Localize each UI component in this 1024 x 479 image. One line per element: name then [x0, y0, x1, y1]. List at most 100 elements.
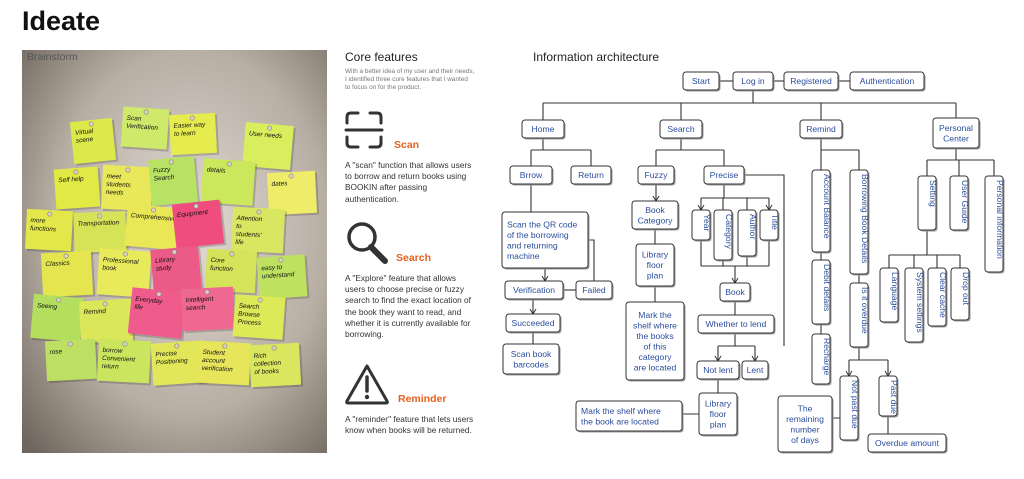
- sticky-note-paper: [256, 254, 308, 300]
- pushpin-icon: [122, 251, 128, 257]
- brainstorm-label: Brainstorm: [27, 51, 78, 63]
- sticky-note-paper: [127, 287, 187, 339]
- node-personal-information: Personal information: [984, 175, 1005, 274]
- sticky-note: SearchBrowseProcess: [232, 294, 288, 342]
- node-succeeded: Succeeded: [505, 313, 562, 334]
- ia-title: Information architecture: [533, 50, 660, 64]
- node-label: Past due: [889, 380, 899, 414]
- sticky-note-paper: [40, 250, 94, 298]
- node-label: Registered: [790, 76, 832, 86]
- node-label: Overdue amount: [875, 438, 940, 448]
- pushpin-icon: [271, 345, 277, 351]
- pushpin-icon: [229, 251, 235, 257]
- sticky-note: PrecisePositioning: [150, 340, 208, 388]
- node-fuzzy: Fuzzy: [637, 165, 676, 186]
- node-label: Home: [532, 124, 555, 134]
- node-label: Return: [578, 170, 604, 180]
- node-label: Lent: [747, 365, 764, 375]
- sticky-note-paper: [24, 208, 74, 252]
- sticky-note-paper: [44, 338, 98, 382]
- pushpin-icon: [67, 341, 73, 347]
- pushpin-icon: [122, 341, 128, 347]
- scan-feature-desc: A "scan" function that allows users to b…: [345, 160, 472, 204]
- sticky-note-paper: [73, 211, 127, 253]
- sticky-note-text: Remind: [83, 308, 106, 316]
- sticky-note-paper: [232, 294, 286, 340]
- sticky-note-paper: [230, 206, 286, 254]
- node-label: Not lent: [703, 365, 733, 375]
- sticky-note: Self help: [53, 166, 103, 212]
- pushpin-icon: [125, 167, 131, 173]
- sticky-note-paper: [120, 106, 170, 150]
- sticky-note-text: Classics: [45, 260, 70, 268]
- magnifier-icon: [344, 220, 390, 266]
- sticky-note: easy tounderstand: [256, 254, 310, 302]
- sticky-note-text: meetstudentsneeds: [106, 173, 132, 197]
- sticky-note-paper: [150, 245, 202, 295]
- reminder-feature-name: Reminder: [398, 393, 447, 405]
- node-label: Account Balance: [822, 174, 832, 239]
- node-authentication: Authentication: [849, 71, 926, 92]
- pushpin-icon: [88, 121, 94, 127]
- node-label: Recharge: [822, 338, 832, 375]
- pushpin-icon: [150, 207, 156, 213]
- scan-icon: [344, 110, 384, 150]
- sticky-note-paper: [196, 340, 252, 386]
- pushpin-icon: [96, 213, 102, 219]
- node-setting: Setting: [917, 175, 938, 232]
- sticky-note-paper: [148, 156, 198, 206]
- pushpin-icon: [102, 301, 108, 307]
- node-label: Search: [667, 124, 694, 134]
- sticky-note-text: borrowConvenientreturn: [102, 347, 137, 372]
- sticky-note: Comprehensive: [124, 203, 182, 253]
- sticky-note: Everydaylife: [127, 287, 189, 341]
- sticky-note-paper: [266, 170, 318, 216]
- sticky-note-text: Comprehensive: [131, 212, 177, 223]
- node-label: Author: [748, 214, 758, 239]
- page-title: Ideate: [22, 6, 101, 36]
- sticky-note-paper: [69, 117, 117, 165]
- pushpin-icon: [47, 211, 53, 217]
- node-label: Category: [724, 214, 734, 250]
- sticky-note: User needs: [242, 121, 296, 173]
- node-book: Book: [719, 282, 752, 303]
- sticky-note-text: Seeing: [37, 302, 58, 311]
- sticky-note: rose: [44, 338, 100, 384]
- pushpin-icon: [63, 253, 69, 259]
- sticky-note-paper: [168, 112, 218, 156]
- core-features-intro: With a better idea of my user and their …: [345, 68, 475, 92]
- node-clear-cache: Clear cache: [927, 267, 948, 328]
- node-account-balance: Account Balance: [811, 169, 832, 254]
- node-debit-details: Debit details: [811, 259, 832, 326]
- pushpin-icon: [189, 115, 195, 121]
- sticky-note: Easier wayto learn: [168, 112, 220, 158]
- pushpin-icon: [73, 169, 79, 175]
- node-not-past-due: Not past due: [839, 375, 860, 442]
- pushpin-icon: [143, 109, 149, 115]
- node-label: Log in: [741, 76, 765, 86]
- node-label: User Guide: [960, 180, 970, 224]
- node-language: Language: [879, 267, 900, 324]
- sticky-note-text: Everydaylife: [134, 296, 163, 314]
- pushpin-icon: [288, 173, 294, 179]
- node-label: Brrow: [520, 170, 543, 180]
- sticky-note: Remind: [78, 298, 136, 346]
- sticky-note: Seeing: [30, 293, 86, 345]
- scan-feature-name: Scan: [394, 139, 420, 151]
- sticky-note-text: FuzzySearch: [153, 166, 175, 183]
- node-label: Title: [770, 214, 780, 230]
- search-feature-name: Search: [396, 252, 432, 264]
- sticky-note-paper: [171, 199, 225, 249]
